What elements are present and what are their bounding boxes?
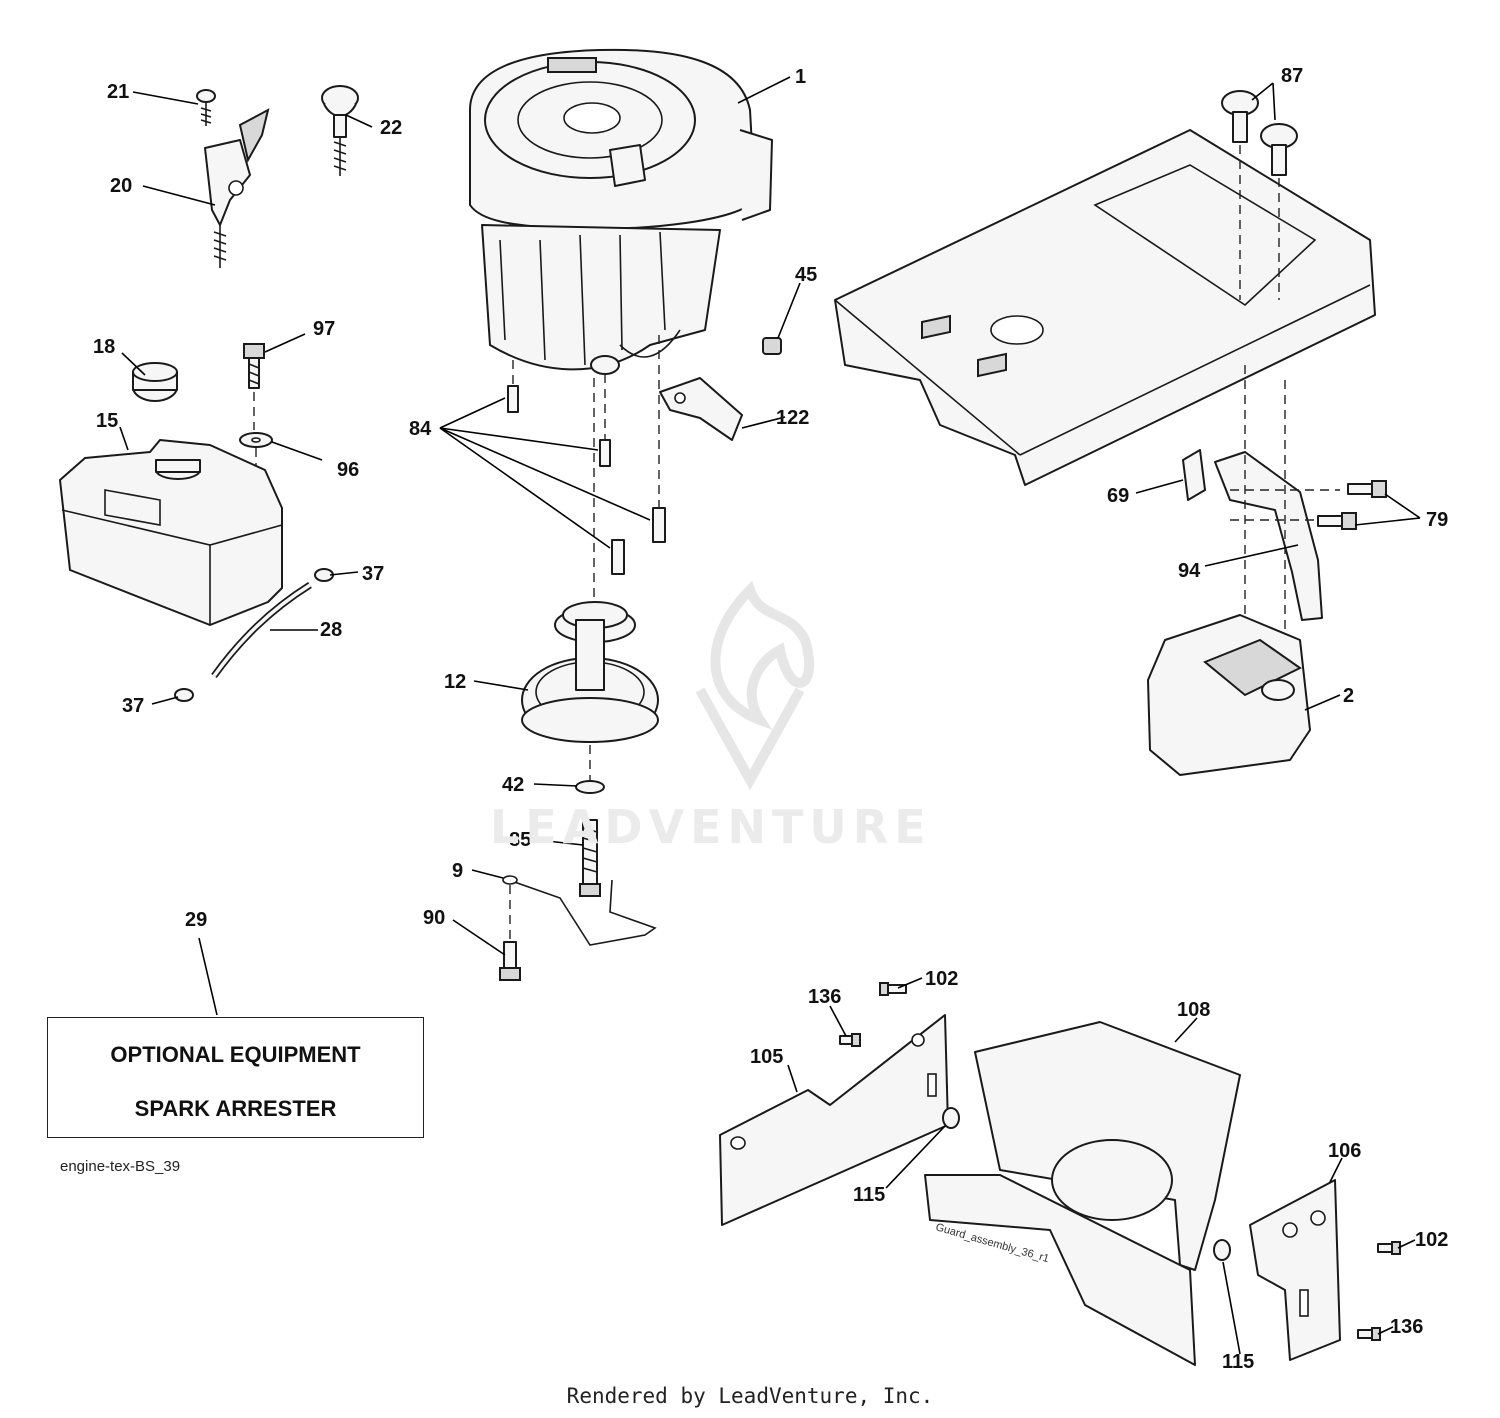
exhaust-pipe bbox=[1214, 451, 1323, 621]
callout-115-left: 115 bbox=[853, 1184, 885, 1206]
screw-102-top bbox=[879, 982, 907, 996]
guard-left bbox=[719, 1014, 949, 1226]
dipstick-tube bbox=[659, 377, 743, 441]
bracket bbox=[502, 875, 657, 946]
callout-9: 9 bbox=[452, 860, 463, 882]
bracket-bolt bbox=[499, 941, 521, 981]
callout-21: 21 bbox=[107, 81, 129, 103]
diagram-code: engine-tex-BS_39 bbox=[60, 1158, 181, 1175]
muffler bbox=[1147, 614, 1311, 776]
throttle-screw bbox=[196, 89, 216, 126]
callout-97: 97 bbox=[313, 318, 335, 340]
callouts: 1 21 22 20 87 45 97 18 15 84 122 96 69 7… bbox=[93, 65, 1448, 1373]
callout-90: 90 bbox=[423, 907, 445, 929]
frame-plate bbox=[834, 129, 1376, 486]
callout-18: 18 bbox=[93, 336, 115, 358]
callout-69: 69 bbox=[1107, 485, 1129, 507]
callout-12: 12 bbox=[444, 671, 466, 693]
guard bbox=[924, 1021, 1241, 1366]
callout-37-upper: 37 bbox=[362, 563, 384, 585]
callout-20: 20 bbox=[110, 175, 132, 197]
callout-29: 29 bbox=[185, 909, 207, 931]
callout-96: 96 bbox=[337, 459, 359, 481]
callout-105: 105 bbox=[750, 1046, 783, 1068]
fuel-cap bbox=[132, 362, 178, 402]
screw-102-right bbox=[1377, 1241, 1401, 1255]
callout-136-top: 136 bbox=[808, 986, 841, 1008]
clamp-lower bbox=[174, 688, 194, 702]
callout-2: 2 bbox=[1343, 685, 1354, 707]
callout-87: 87 bbox=[1281, 65, 1303, 87]
callout-79: 79 bbox=[1426, 509, 1448, 531]
callout-122: 122 bbox=[776, 407, 809, 429]
watermark-logo bbox=[695, 580, 815, 791]
frame-nuts bbox=[1221, 90, 1298, 176]
callout-37-lower: 37 bbox=[122, 695, 144, 717]
washer-115-left bbox=[942, 1107, 960, 1129]
guard-right bbox=[1249, 1179, 1341, 1361]
spark-arrester-label: SPARK ARRESTER bbox=[134, 1096, 337, 1121]
gasket bbox=[1182, 449, 1206, 501]
callout-1: 1 bbox=[795, 66, 806, 88]
callout-115-right: 115 bbox=[1222, 1351, 1254, 1373]
engine-mount-bolts bbox=[507, 385, 666, 575]
optional-equipment-label: OPTIONAL EQUIPMENT bbox=[110, 1042, 361, 1067]
callout-102-top: 102 bbox=[925, 968, 958, 990]
callout-45: 45 bbox=[795, 264, 817, 286]
fuel-tank bbox=[59, 439, 283, 626]
screw-136-top bbox=[839, 1033, 861, 1047]
callout-136-right: 136 bbox=[1390, 1316, 1423, 1338]
fuel-line bbox=[211, 582, 312, 679]
callout-108: 108 bbox=[1177, 999, 1210, 1021]
callout-15: 15 bbox=[96, 410, 118, 432]
washer-42 bbox=[575, 780, 605, 794]
pulley bbox=[521, 601, 659, 743]
tank-bolt bbox=[243, 343, 265, 389]
exhaust-bolts bbox=[1317, 480, 1387, 530]
screw-136-right bbox=[1357, 1327, 1381, 1341]
callout-106: 106 bbox=[1328, 1140, 1361, 1162]
callout-42: 42 bbox=[502, 774, 524, 796]
optional-equipment-box: OPTIONAL EQUIPMENT SPARK ARRESTER bbox=[47, 1017, 424, 1138]
callout-84: 84 bbox=[409, 418, 432, 440]
callout-94: 94 bbox=[1178, 560, 1201, 582]
throttle-control bbox=[204, 108, 270, 268]
engine bbox=[469, 48, 773, 375]
washer-115-right bbox=[1213, 1239, 1231, 1261]
callout-102-right: 102 bbox=[1415, 1229, 1448, 1251]
pulley-bolt bbox=[579, 819, 601, 897]
locknut bbox=[762, 337, 782, 355]
watermark-text: LEADVENTURE bbox=[490, 800, 932, 854]
callout-28: 28 bbox=[320, 619, 342, 641]
choke-knob bbox=[321, 85, 359, 176]
footer-credit: Rendered by LeadVenture, Inc. bbox=[566, 1384, 934, 1408]
callout-22: 22 bbox=[380, 117, 402, 139]
tank-washer bbox=[239, 432, 273, 448]
leader-lines bbox=[119, 76, 1421, 1355]
callout-85: 85 bbox=[509, 829, 531, 851]
